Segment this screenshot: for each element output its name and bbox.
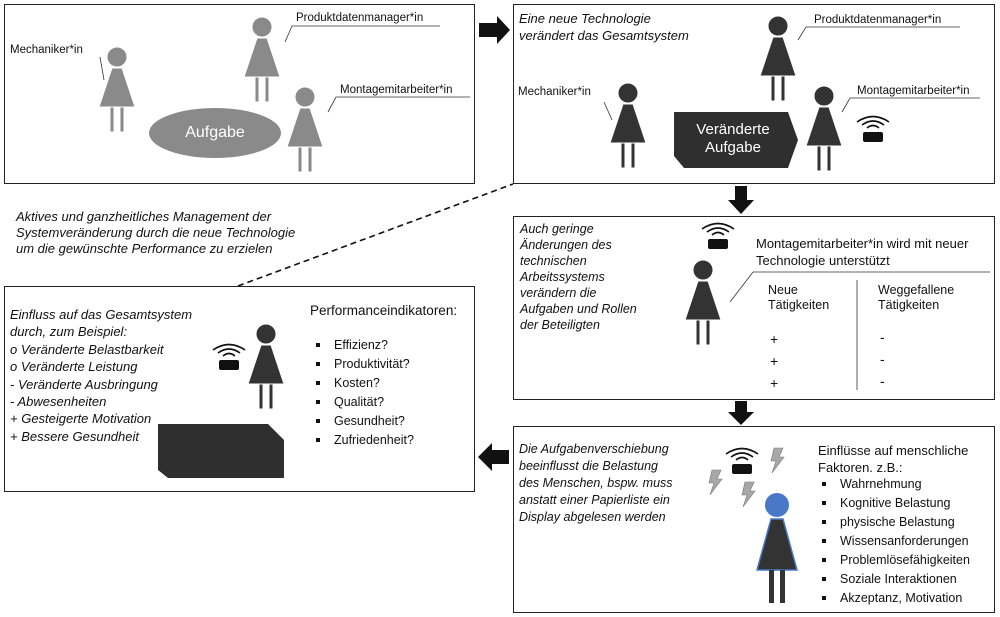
lightning-icon [741,481,756,508]
new-task-mark: + [770,375,779,391]
new-task-mark: + [770,331,779,347]
wireless-device-icon [212,343,246,371]
arrow-right-icon [479,16,510,44]
new-technology-heading: Eine neue Technologie verändert das Gesa… [519,11,689,43]
label-product-data-manager: Produktdatenmanager*in [814,14,942,26]
label-assembly-worker: Montagemitarbeiter*in [340,84,453,96]
human-factors-title: Einflüsse auf menschliche Faktoren. z.B.… [818,443,969,475]
kpi-list: Effizienz? Produktivität? Kosten? Qualit… [312,336,414,450]
arrow-down-icon [728,186,754,214]
new-tasks-header: Neue Tätigkeiten [768,283,830,312]
support-statement: Montagemitarbeiter*in wird mit neuer Tec… [756,236,969,268]
list-item: Gesundheit? [312,412,414,431]
label-mechanic: Mechaniker*in [10,44,83,56]
management-dashed-connector [237,183,514,287]
human-factors-list: Wahrnehmung Kognitive Belastung physisch… [818,475,970,608]
removed-task-mark: - [880,329,885,345]
human-factors-description: Die Aufgabenverschiebung beeinflusst die… [519,442,673,524]
label-product-data-manager: Produktdatenmanager*in [296,12,424,24]
list-item: Soziale Interaktionen [818,570,970,589]
lightning-icon [770,447,785,474]
list-item: Problemlösefähigkeiten [818,551,970,570]
wireless-device-icon [725,447,759,475]
removed-task-mark: - [880,373,885,389]
person-icon [98,46,136,133]
label-mechanic: Mechaniker*in [518,86,591,98]
list-item: Kosten? [312,374,414,393]
person-icon [609,82,647,169]
person-icon [247,323,285,410]
label-assembly-worker: Montagemitarbeiter*in [857,85,970,97]
management-note: Aktives und ganzheitliches Management de… [16,209,296,256]
person-icon [684,259,722,346]
list-item: Zufriedenheit? [312,431,414,450]
person-icon [243,16,281,103]
list-item: Kognitive Belastung [818,494,970,513]
new-task-mark: + [770,353,779,369]
person-icon [759,15,797,102]
panel-human-factors [513,426,995,613]
task-label: Aufgabe [185,124,245,141]
list-item: Wahrnehmung [818,475,970,494]
list-item: physische Belastung [818,513,970,532]
person-icon [756,493,798,603]
system-shape [158,424,284,478]
removed-task-mark: - [880,351,885,367]
arrow-left-icon [478,443,509,471]
changed-task-shape [674,112,798,168]
kpi-title: Performanceindikatoren: [310,303,458,318]
list-item: Akzeptanz, Motivation [818,589,970,608]
list-item: Effizienz? [312,336,414,355]
task-ellipse [149,108,281,158]
role-change-description: Auch geringe Änderungen des technischen … [520,222,637,332]
list-item: Wissensanforderungen [818,532,970,551]
person-icon [286,86,324,173]
system-influence-list: Einfluss auf das Gesamtsystem durch, zum… [10,307,193,444]
wireless-device-icon [701,222,735,250]
removed-tasks-header: Weggefallene Tätigkeiten [878,283,955,312]
person-icon [805,85,843,172]
lightning-icon [708,469,723,496]
wireless-device-icon [856,115,890,143]
list-item: Produktivität? [312,355,414,374]
arrow-down-icon [728,401,754,425]
changed-task-label: Veränderte Aufgabe [696,121,770,156]
list-item: Qualität? [312,393,414,412]
panel-role-changes [513,216,995,400]
